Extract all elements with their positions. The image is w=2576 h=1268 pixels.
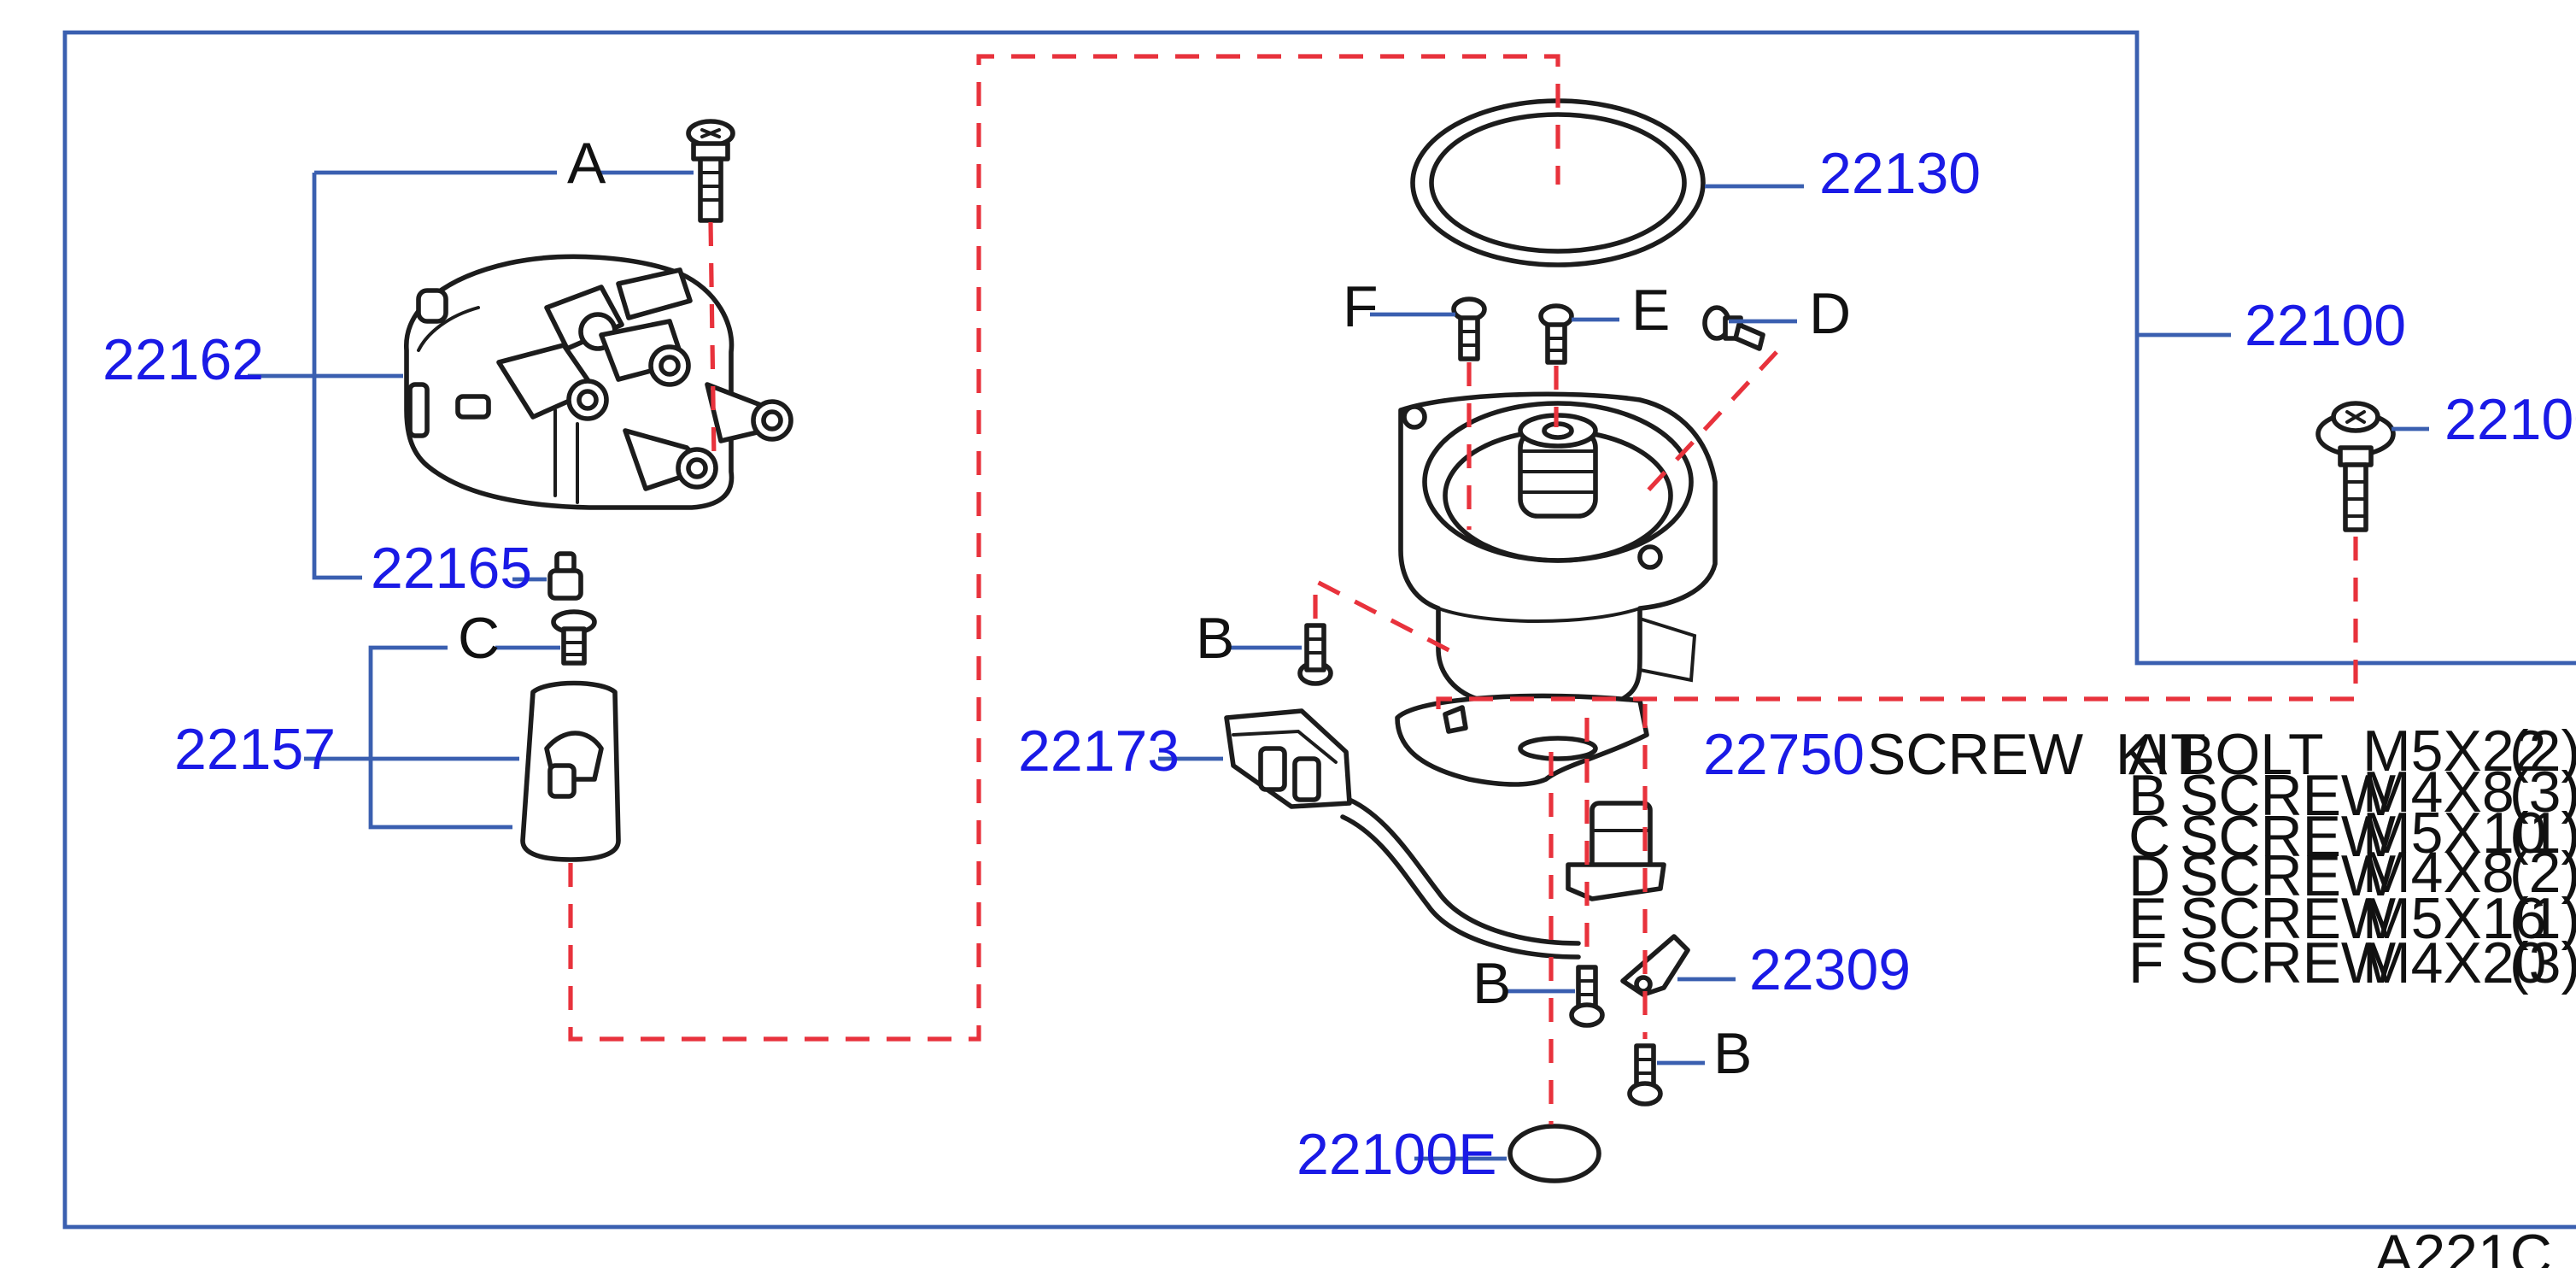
part-number-22157[interactable]: 22157 [174, 717, 336, 782]
kit-row-qty: (2) [2509, 840, 2576, 905]
phantom-line-rotor-loop [568, 54, 1560, 1042]
kit-row: A BOLT M5X22 (2) [2128, 719, 2576, 787]
pickup-sensor[interactable] [1566, 801, 1666, 901]
part-number-22100e[interactable]: 22100E [1297, 1122, 1496, 1187]
screw-kit-table: A BOLT M5X22 (2) B SCREW M4X8 (3) C SCRE… [2128, 719, 2576, 995]
phantom-line-screw-d [1642, 350, 1778, 497]
kit-row-name: SCREW [2180, 763, 2396, 828]
part-number-22162[interactable]: 22162 [102, 327, 264, 392]
rotor[interactable] [520, 680, 621, 862]
kit-row-name: SCREW [2180, 804, 2396, 869]
leader-22157-bracket [368, 645, 512, 830]
bolt-a[interactable] [686, 119, 735, 223]
part-number-22750[interactable]: 22750 [1703, 722, 1865, 787]
callout-c: C [458, 606, 500, 671]
screw-b-lower[interactable] [1627, 1043, 1663, 1107]
kit-row-qty: (3) [2509, 930, 2576, 995]
phantom-line-screw-b-upper [1313, 577, 1462, 659]
callout-b-lower: B [1713, 1021, 1752, 1086]
kit-row-size: M4X20 [2362, 930, 2546, 995]
mounting-flange[interactable] [1395, 693, 1649, 787]
bolt-22100a[interactable] [2315, 401, 2396, 532]
kit-row-name: BOLT [2176, 722, 2324, 787]
leader-22162-bracket [312, 173, 362, 580]
part-number-22130[interactable]: 22130 [1819, 141, 1981, 206]
callout-b-upper: B [1196, 606, 1234, 671]
kit-row-qty: (1) [2509, 886, 2576, 951]
callout-d: D [1809, 281, 1851, 346]
callout-a: A [567, 131, 606, 196]
kit-row-size: M4X8 [2362, 840, 2515, 905]
screw-b-middle[interactable] [1569, 965, 1605, 1028]
phantom-line-bolt-22100a [1436, 537, 2358, 726]
kit-row-size: M5X16 [2362, 886, 2546, 951]
kit-row-name: SCREW [2180, 930, 2396, 995]
part-number-22100[interactable]: 22100 [2245, 293, 2406, 358]
callout-f: F [1343, 274, 1379, 339]
group-frame [62, 30, 2576, 1230]
kit-row-letter: D [2128, 843, 2170, 908]
kit-row-name: SCREW [2180, 843, 2396, 908]
screw-c[interactable] [551, 609, 597, 666]
screw-e[interactable] [1538, 303, 1574, 365]
screw-d[interactable] [1702, 305, 1765, 351]
part-number-22309[interactable]: 22309 [1749, 937, 1911, 1002]
kit-row-qty: (3) [2509, 760, 2576, 825]
kit-row: C SCREW M5X10 (1) [2128, 801, 2576, 869]
screw-kit-title: SCREW KIT [1867, 722, 2206, 787]
distributor-cap[interactable] [404, 254, 793, 510]
wiring-harness[interactable] [1224, 708, 1581, 960]
screw-b-upper[interactable] [1297, 623, 1333, 686]
rotor-contact[interactable] [547, 551, 583, 601]
kit-row-letter: F [2128, 930, 2164, 995]
kit-row: D SCREW M4X8 (2) [2128, 840, 2576, 908]
kit-row-qty: (1) [2509, 801, 2576, 866]
part-number-22100a[interactable]: 22100A [2444, 387, 2576, 452]
kit-row: B SCREW M4X8 (3) [2128, 760, 2576, 828]
callout-b-middle: B [1472, 951, 1511, 1016]
kit-row-size: M4X8 [2362, 760, 2515, 825]
kit-row: E SCREW M5X16 (1) [2128, 886, 2576, 951]
kit-row-letter: A [2128, 722, 2168, 787]
kit-row-size: M5X22 [2362, 719, 2546, 784]
kit-row-qty: (2) [2509, 719, 2576, 784]
callout-e: E [1631, 278, 1670, 343]
kit-row-letter: C [2128, 804, 2170, 869]
kit-row-name: SCREW [2180, 886, 2396, 951]
part-number-22173[interactable]: 22173 [1018, 719, 1180, 784]
kit-row: F SCREW M4X20 (3) [2128, 930, 2576, 995]
kit-row-size: M5X10 [2362, 801, 2546, 866]
seal-cap[interactable] [1508, 1124, 1601, 1183]
bracket[interactable] [1620, 934, 1690, 997]
diagram-code-visible: A221C 0145 [2374, 1223, 2576, 1268]
screw-f[interactable] [1451, 296, 1487, 361]
distributor-housing[interactable] [1398, 391, 1718, 703]
kit-row-letter: B [2128, 763, 2167, 828]
part-number-22165[interactable]: 22165 [371, 536, 532, 601]
kit-row-letter: E [2128, 886, 2167, 951]
